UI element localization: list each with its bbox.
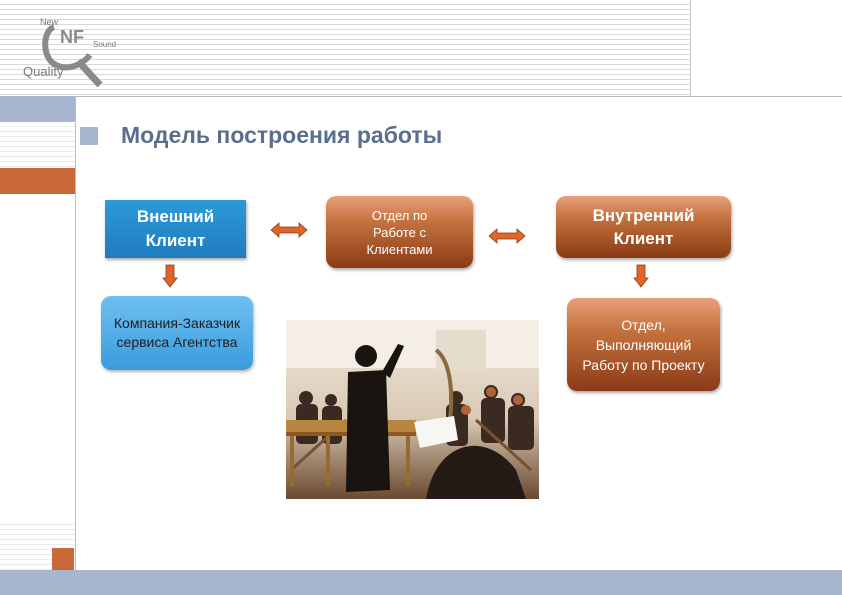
footer-bar (0, 570, 842, 595)
client-department-box: Отдел по Работе с Клиентами (326, 196, 473, 268)
sidebar-blue-block (0, 96, 75, 122)
customer-company-label: Компания-Заказчик сервиса Агентства (113, 315, 241, 350)
slide-title: Модель построения работы (121, 122, 443, 148)
header-divider-vertical (690, 0, 691, 97)
external-client-label: Внешний Клиент (136, 207, 215, 250)
internal-client-label: Внутренний Клиент (592, 206, 695, 248)
customer-company-box: Компания-Заказчик сервиса Агентства (101, 296, 253, 370)
svg-text:NF: NF (60, 27, 84, 47)
external-client-box: Внешний Клиент (105, 200, 246, 258)
sidebar-stripes-top (0, 122, 75, 168)
client-department-label: Отдел по Работе с Клиентами (366, 207, 433, 257)
logo-text-new: New (40, 17, 59, 27)
internal-client-box: Внутренний Клиент (556, 196, 731, 258)
double-arrow-left (270, 222, 308, 238)
orchestra-photo (286, 320, 539, 499)
header-divider-horizontal (75, 96, 842, 97)
company-logo: NF (20, 15, 125, 88)
executing-department-box: Отдел, Выполняющий Работу по Проекту (567, 298, 720, 391)
logo-text-quality: Quality (23, 64, 64, 79)
double-arrow-right (488, 228, 526, 244)
sidebar-small-orange-square (52, 548, 74, 570)
logo-text-sound: Sound (93, 40, 117, 49)
down-arrow-right (633, 264, 649, 288)
sidebar-divider (75, 96, 76, 570)
header-lines (0, 0, 690, 96)
down-arrow-left (162, 264, 178, 288)
executing-department-label: Отдел, Выполняющий Работу по Проекту (582, 316, 705, 373)
sidebar-orange-block (0, 168, 75, 194)
title-bullet-square (80, 127, 98, 145)
